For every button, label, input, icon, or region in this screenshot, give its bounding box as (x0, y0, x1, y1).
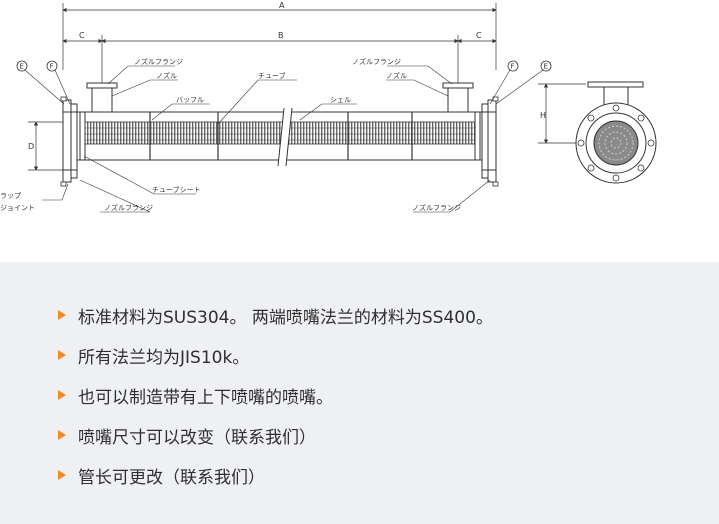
label-nozzle-flange-left: ノズルフランジ (134, 57, 183, 66)
label-nozzle-left: ノズル (156, 71, 177, 80)
callout-f-right (489, 60, 519, 105)
dimension-a-label: A (279, 1, 285, 10)
right-end-flanges (481, 99, 497, 183)
label-nozzle-flange-bottom-right: ノズルフランジ (412, 203, 461, 212)
label-shell: シェル (330, 96, 351, 104)
callout-e-left (16, 60, 65, 105)
callout-e-left-label: E (20, 63, 24, 71)
label-leaders (42, 65, 491, 213)
feature-text: 标准材料为SUS304。 两端喷嘴法兰的材料为SS400。 (78, 307, 493, 328)
bullet-arrow-icon (58, 430, 66, 440)
left-end-flanges (62, 99, 78, 183)
list-item: 也可以制造带有上下喷嘴的喷嘴。 (58, 375, 719, 415)
label-nozzle-right: ノズル (386, 71, 407, 80)
dimension-c-right-label: C (476, 31, 482, 40)
dimension-d (28, 121, 64, 171)
feature-text: 喷嘴尺寸可以改变（联系我们） (78, 427, 316, 448)
tube-bundle (84, 121, 476, 145)
tube-sheets (79, 111, 481, 161)
diagram-svg: A C B C D (0, 1, 657, 213)
bullet-arrow-icon (58, 310, 66, 320)
feature-text: 所有法兰均为JIS10k。 (78, 347, 250, 368)
dimension-c-b-c (62, 35, 497, 88)
heat-exchanger-diagram: A C B C D (0, 1, 657, 213)
dimension-h-label: H (540, 111, 546, 120)
break-mark (277, 107, 293, 167)
baffles (149, 112, 413, 160)
callout-f-left-label: F (50, 63, 54, 71)
label-tube-sheet: チューブシート (152, 185, 201, 194)
label-baffle: バッフル (176, 96, 204, 104)
callout-e-right-label: E (544, 63, 548, 71)
list-item: 标准材料为SUS304。 两端喷嘴法兰的材料为SS400。 (58, 295, 719, 335)
left-nozzle (86, 82, 118, 113)
dimension-h (538, 83, 586, 144)
feature-text: 也可以制造带有上下喷嘴的喷嘴。 (78, 387, 333, 408)
right-nozzle (442, 82, 474, 113)
features-list: 标准材料为SUS304。 两端喷嘴法兰的材料为SS400。 所有法兰均为JIS1… (0, 262, 719, 495)
label-tube: チューブ (258, 71, 286, 80)
list-item: 所有法兰均为JIS10k。 (58, 335, 719, 375)
dimension-c-left-label: C (79, 31, 85, 40)
list-item: 管长可更改（联系我们） (58, 455, 719, 495)
callout-f-left (46, 60, 71, 105)
label-lap-joint-line1: ラップ (0, 192, 21, 200)
label-nozzle-flange-bottom-left: ノズルフランジ (104, 203, 153, 212)
dimension-a (62, 3, 497, 70)
bullet-arrow-icon (58, 470, 66, 480)
features-panel: 标准材料为SUS304。 两端喷嘴法兰的材料为SS400。 所有法兰均为JIS1… (0, 262, 719, 524)
dimension-b-label: B (278, 31, 284, 40)
feature-text: 管长可更改（联系我们） (78, 467, 265, 488)
end-view (575, 81, 657, 184)
dimension-d-label: D (28, 142, 34, 151)
bullet-arrow-icon (58, 390, 66, 400)
bullet-arrow-icon (58, 350, 66, 360)
label-lap-joint-line2: ジョイント (0, 204, 35, 212)
callout-e-right (495, 60, 552, 105)
label-nozzle-flange-right: ノズルフランジ (352, 57, 401, 66)
callout-f-right-label: F (511, 63, 515, 71)
list-item: 喷嘴尺寸可以改变（联系我们） (58, 415, 719, 455)
